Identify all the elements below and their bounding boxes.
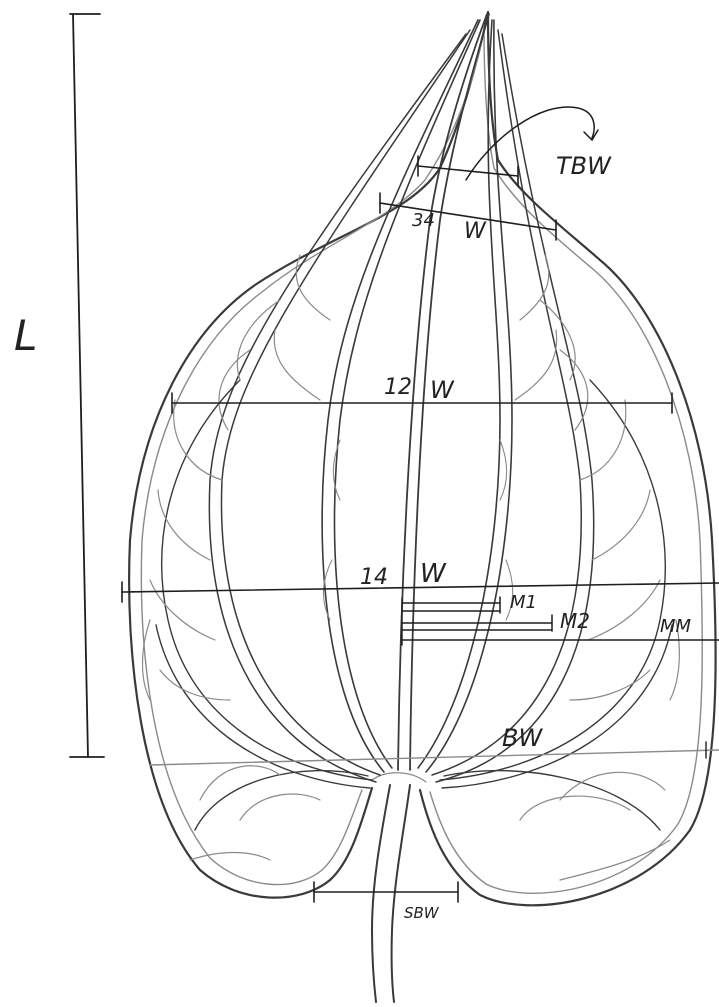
leaf-petiole (372, 773, 426, 1002)
mm-label: MM (660, 616, 692, 637)
length-measure (70, 14, 104, 757)
w12-number: 12 (384, 375, 412, 400)
w34-number: 34 (412, 210, 435, 231)
length-label: L (14, 311, 37, 360)
m1-label: M1 (510, 592, 537, 613)
bw-label: BW (502, 724, 543, 752)
leaf-outline (129, 12, 716, 905)
tbw-label: TBW (556, 152, 612, 180)
m2-label: M2 (560, 609, 590, 633)
w12-w-label: W (430, 376, 455, 404)
leaf-secondary-veins (143, 255, 680, 880)
w34-w-label: W (464, 219, 487, 244)
w14-number: 14 (360, 565, 388, 590)
bw-line (150, 750, 719, 765)
sbw-label: SBW (404, 904, 440, 922)
w14-w-label: W (420, 559, 447, 589)
